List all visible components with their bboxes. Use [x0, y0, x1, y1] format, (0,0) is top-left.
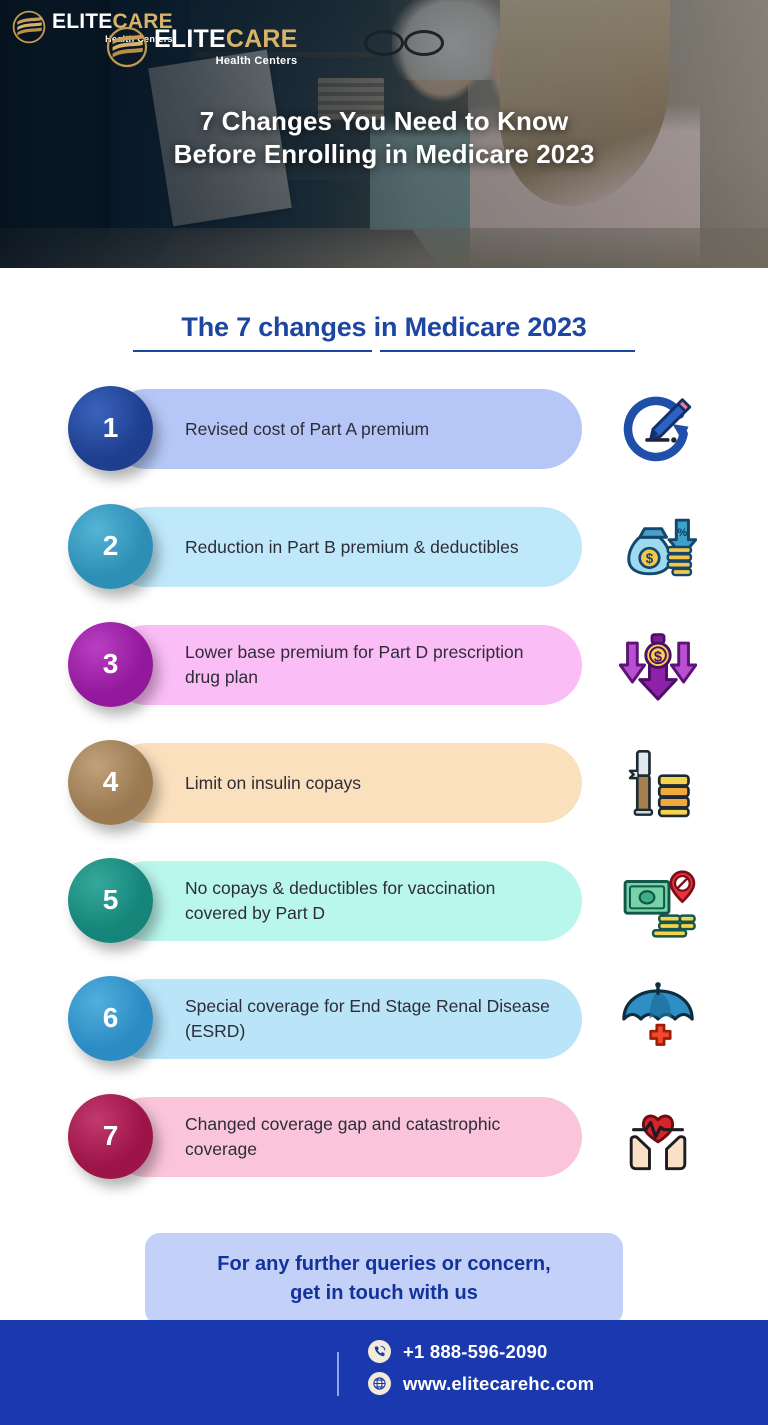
logo-tagline: Health Centers: [215, 55, 298, 67]
banknote-coins-no-cost-icon: [612, 859, 704, 943]
change-number: 4: [102, 765, 119, 797]
main-content: The 7 changes in Medicare 2023 Revised c…: [0, 268, 768, 1179]
change-number: 7: [102, 1119, 119, 1151]
change-number-badge: 6: [68, 976, 153, 1061]
change-label: Limit on insulin copays: [185, 772, 362, 793]
footer-logo[interactable]: ELITECARE Health Centers: [106, 26, 297, 68]
money-bag-coins-down-arrow-percent-icon: % $: [612, 505, 704, 589]
logo-name-secondary: CARE: [112, 9, 173, 33]
page-title: The 7 changes in Medicare 2023: [181, 312, 587, 342]
insulin-syringe-coins-icon: [612, 741, 704, 825]
revise-pencil-circular-arrow-icon: [612, 387, 704, 471]
section-heading-block: The 7 changes in Medicare 2023: [0, 312, 768, 350]
cta-box[interactable]: For any further queries or concern, get …: [145, 1233, 623, 1325]
globe-icon: [368, 1372, 391, 1395]
change-number-badge: 4: [68, 740, 153, 825]
change-pill[interactable]: Revised cost of Part A premium: [107, 389, 582, 469]
down-arrows-dollar-coin-icon: $: [612, 623, 704, 707]
logo-name-primary: ELITE: [154, 25, 226, 53]
change-number: 3: [102, 647, 119, 679]
change-row: Reduction in Part B premium & deductible…: [0, 504, 768, 589]
change-pill[interactable]: Special coverage for End Stage Renal Dis…: [107, 979, 582, 1059]
phone-contact[interactable]: +1 888-596-2090: [368, 1340, 594, 1363]
change-number: 6: [102, 1001, 119, 1033]
logo-name-secondary: CARE: [225, 25, 298, 53]
hero-title-line-2: Before Enrolling in Medicare 2023: [173, 139, 595, 170]
hands-holding-heart-icon: [612, 1095, 704, 1179]
change-label: Special coverage for End Stage Renal Dis…: [185, 996, 550, 1041]
svg-text:%: %: [678, 527, 688, 539]
change-row: Special coverage for End Stage Renal Dis…: [0, 976, 768, 1061]
change-number-badge: 3: [68, 622, 153, 707]
change-pill[interactable]: Limit on insulin copays: [107, 743, 582, 823]
website-url: www.elitecarehc.com: [403, 1372, 595, 1394]
change-number-badge: 5: [68, 858, 153, 943]
website-contact[interactable]: www.elitecarehc.com: [368, 1372, 594, 1395]
footer-divider: [337, 1352, 339, 1396]
change-number-badge: 7: [68, 1094, 153, 1179]
hero-banner: ELITECARE Health Centers 7 Changes You N…: [0, 0, 768, 268]
cta-line-1: For any further queries or concern,: [217, 1253, 551, 1275]
change-pill[interactable]: No copays & deductibles for vaccination …: [107, 861, 582, 941]
change-number: 1: [102, 411, 119, 443]
change-pill[interactable]: Changed coverage gap and catastrophic co…: [107, 1097, 582, 1177]
change-label: Changed coverage gap and catastrophic co…: [185, 1114, 501, 1159]
change-row: Limit on insulin copays 4: [0, 740, 768, 825]
svg-text:$: $: [646, 551, 654, 566]
cta-text: For any further queries or concern, get …: [199, 1250, 568, 1308]
logo-name-primary: ELITE: [52, 9, 113, 33]
phone-icon: [368, 1340, 391, 1363]
phone-number: +1 888-596-2090: [403, 1340, 548, 1362]
change-number-badge: 2: [68, 504, 153, 589]
change-row: No copays & deductibles for vaccination …: [0, 858, 768, 943]
change-label: Lower base premium for Part D prescripti…: [185, 642, 524, 687]
change-pill[interactable]: Lower base premium for Part D prescripti…: [107, 625, 582, 705]
change-number-badge: 1: [68, 386, 153, 471]
change-row: Changed coverage gap and catastrophic co…: [0, 1094, 768, 1179]
elitecare-emblem-icon: [12, 10, 46, 44]
svg-text:$: $: [654, 649, 662, 665]
change-label: Reduction in Part B premium & deductible…: [185, 536, 519, 557]
change-label: No copays & deductibles for vaccination …: [185, 878, 496, 923]
change-pill[interactable]: Reduction in Part B premium & deductible…: [107, 507, 582, 587]
change-row: Revised cost of Part A premium 1: [0, 386, 768, 471]
hero-title: 7 Changes You Need to Know Before Enroll…: [0, 105, 768, 171]
footer-contacts: +1 888-596-2090 www.elitecarehc.com: [368, 1340, 594, 1395]
elitecare-emblem-icon: [106, 26, 148, 68]
umbrella-medical-cross-icon: [612, 977, 704, 1061]
change-row: Lower base premium for Part D prescripti…: [0, 622, 768, 707]
title-underline: [133, 349, 635, 353]
hero-title-line-1: 7 Changes You Need to Know: [199, 106, 569, 136]
change-number: 2: [102, 529, 119, 561]
change-number: 5: [102, 883, 119, 915]
cta-line-2: get in touch with us: [290, 1282, 478, 1304]
change-label: Revised cost of Part A premium: [185, 418, 430, 439]
changes-list: Revised cost of Part A premium 1 Reductio…: [0, 386, 768, 1179]
